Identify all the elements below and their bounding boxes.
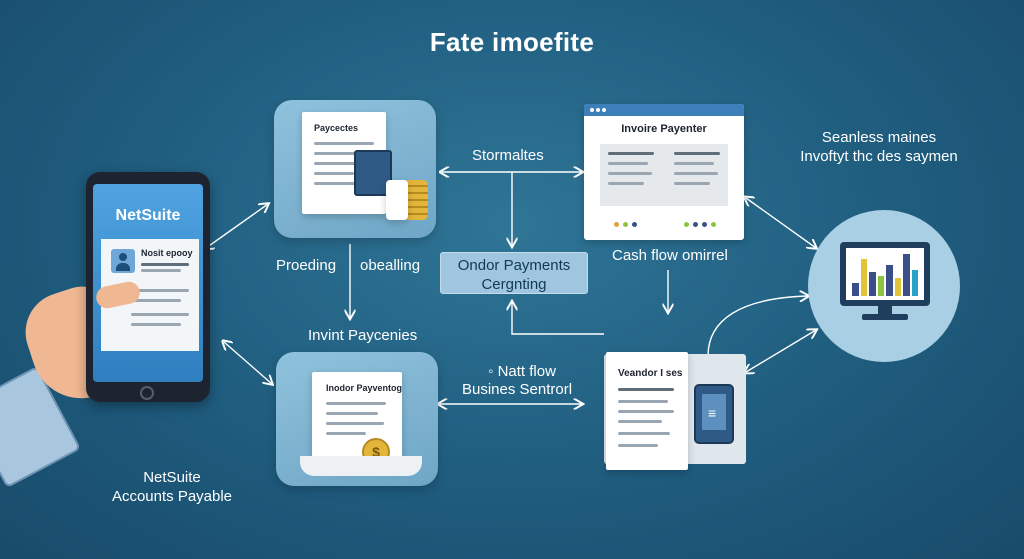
- invoice-window-title: Invoire Payenter: [621, 123, 707, 135]
- monitor-circle: [808, 210, 960, 362]
- small-receipt: [386, 180, 408, 220]
- bottom-document-label: Inodor Payventog: [326, 383, 403, 393]
- label-natt-flow-text: Natt flow: [497, 363, 556, 380]
- chart-bar-6: [894, 278, 901, 296]
- arrow-window-monitor: [746, 198, 816, 248]
- status-dots-right: [684, 222, 724, 228]
- center-payments-line2: Cergnting: [481, 276, 547, 293]
- avatar: [111, 249, 135, 273]
- top-document-tile: Paycectes: [274, 100, 436, 238]
- center-payments-node: Ondor Payments Cergnting: [440, 252, 588, 294]
- chart-bar-3: [869, 272, 876, 296]
- paper-curl: [300, 456, 422, 476]
- chevron-icon: ≡: [708, 405, 717, 421]
- phone: NetSuite Nosit epooy: [86, 172, 210, 402]
- arrow-phone-bottomdoc: [224, 342, 272, 384]
- arrow-vendor-monitor: [707, 296, 808, 357]
- tablet-icon: [354, 150, 392, 196]
- chart-bar-4: [877, 276, 884, 296]
- bullet-icon: ◦: [488, 363, 498, 380]
- left-caption-line2: Accounts Payable: [111, 488, 233, 505]
- label-stormaltes: Stormaltes: [472, 147, 544, 164]
- diagram-title: Fate imoefite: [429, 27, 595, 57]
- coin-stack-icon: [404, 180, 428, 220]
- top-document-label: Paycectes: [314, 123, 359, 133]
- home-button: [140, 386, 154, 400]
- vendor-tablet-icon: ≡: [694, 384, 734, 444]
- window-titlebar: [584, 104, 744, 116]
- chart-bar-8: [911, 270, 918, 296]
- chart-bar-2: [860, 259, 867, 296]
- monitor-stand: [878, 306, 892, 316]
- monitor-base: [862, 314, 908, 320]
- monitor: [840, 242, 930, 306]
- vendor-document: Veandor I ses: [606, 352, 688, 470]
- label-invint-paycenies: Invint Paycenies: [308, 327, 418, 344]
- label-natt-flow: ◦ Natt flow: [452, 362, 592, 382]
- invoice-table: [600, 144, 728, 206]
- phone-card: Nosit epooy: [101, 239, 199, 351]
- monitor-screen: [846, 248, 924, 300]
- phone-screen: NetSuite Nosit epooy: [93, 184, 203, 382]
- phone-contact-label: Nosit epooy: [141, 248, 193, 258]
- bottom-document: Inodor Payventog: [312, 372, 402, 468]
- left-caption-line1: NetSuite: [143, 469, 201, 486]
- label-proeding: Proeding: [276, 257, 337, 274]
- label-obealling: obealling: [360, 257, 421, 274]
- right-caption-line2: Invoftyt thc des saymen: [800, 148, 958, 165]
- chart-bar-7: [903, 254, 910, 296]
- arrow-vendor-pill: [512, 302, 604, 335]
- phone-brand: NetSuite: [115, 207, 181, 224]
- invoice-window: Invoire Payenter: [584, 104, 744, 240]
- label-busines-sentrorl: Busines Sentrorl: [461, 381, 573, 398]
- chart-bar-5: [886, 265, 893, 296]
- label-cash-flow: Cash flow omirrel: [612, 247, 728, 264]
- arrow-vendor-monitor-2: [746, 330, 816, 372]
- arrow-phone-topdoc: [206, 204, 268, 248]
- right-caption-line1: Seanless maines: [821, 129, 937, 146]
- bottom-document-tile: Inodor Payventog $: [276, 352, 438, 486]
- bar-chart: [852, 252, 918, 296]
- vendor-document-title: Veandor I ses: [618, 368, 683, 379]
- chart-bar-1: [852, 283, 859, 296]
- center-payments-line1: Ondor Payments: [457, 257, 571, 274]
- status-dots-left: [614, 222, 654, 228]
